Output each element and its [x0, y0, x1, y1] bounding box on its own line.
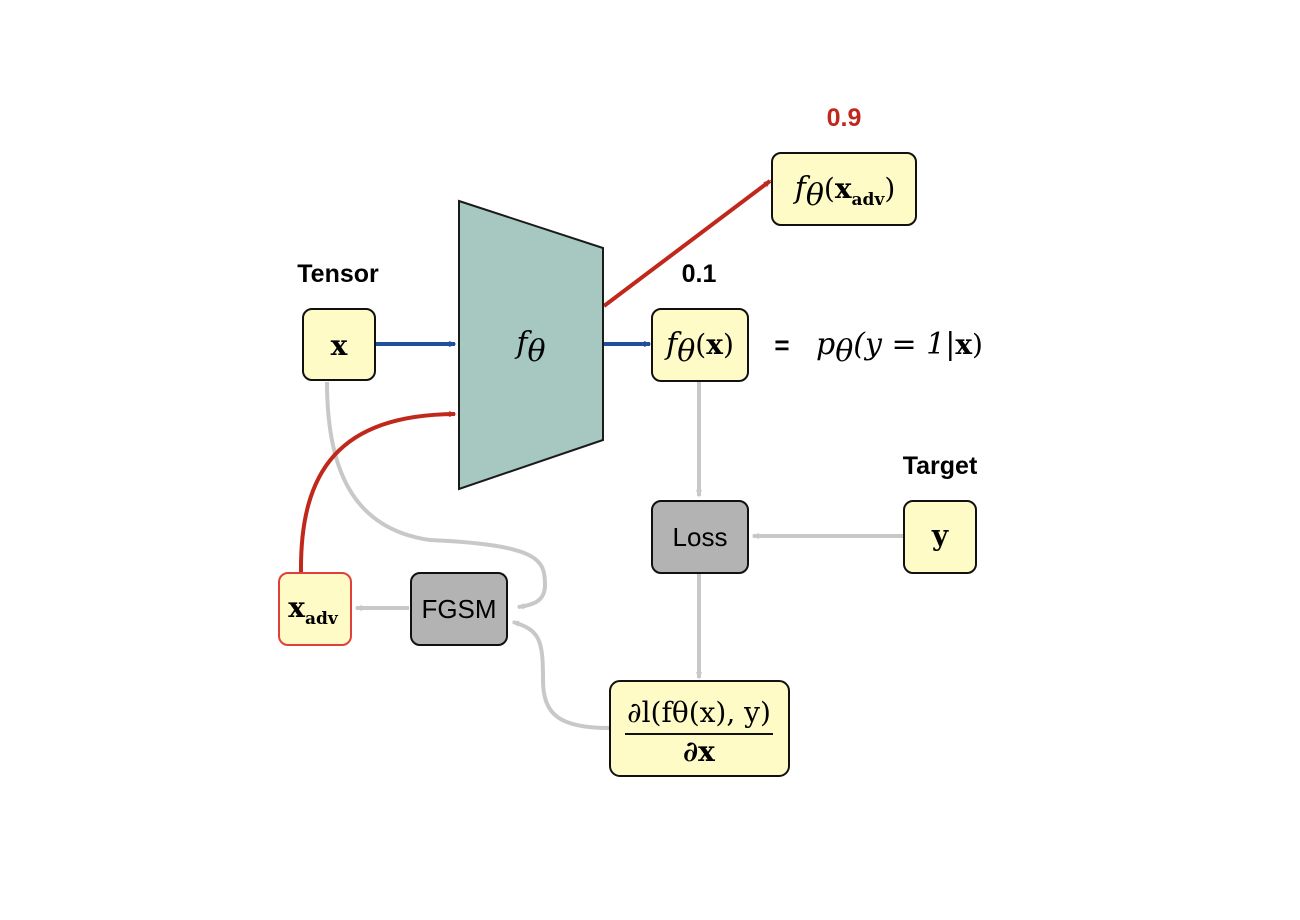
adv-input-box [278, 572, 352, 646]
target-heading: Target [903, 452, 978, 480]
gradient-to-fgsm-connector [511, 620, 610, 730]
fgsm-box [410, 572, 508, 646]
gradient-numerator: ∂l(fθ(x), y) [627, 696, 771, 729]
model-block [458, 199, 604, 491]
input-var: x [331, 329, 348, 362]
model-to-adv-output-arrow [602, 179, 772, 308]
fgsm-node: FGSM [410, 572, 508, 646]
target-var: y [931, 519, 949, 552]
output-formula: fθ(x) [664, 327, 734, 369]
target-box [903, 500, 977, 574]
adv-input-var: xadv [288, 591, 339, 629]
adv-output-formula: fθ(xadv) [793, 171, 896, 213]
equation-rhs: pθ(y = 1|x) [816, 327, 983, 369]
equation-equals: = [774, 330, 789, 360]
input-to-fgsm-connector [325, 381, 548, 610]
gradient-denominator: ∂x [683, 735, 715, 768]
gradient-box [609, 680, 790, 777]
fgsm-label: FGSM [421, 594, 496, 624]
adv-input-node: xadv [278, 572, 352, 646]
gradient-node: ∂l(fθ(x), y) ∂x [609, 680, 790, 777]
output-node: fθ(x) [651, 308, 749, 382]
clean-score-label: 0.1 [682, 260, 717, 288]
adv-output-box [771, 152, 917, 226]
adv-input-to-model-arrow [298, 410, 457, 573]
loss-box [651, 500, 749, 574]
adv-score-label: 0.9 [827, 104, 862, 132]
input-node: x [302, 308, 376, 381]
model-label: fθ [514, 326, 545, 369]
target-node: y [903, 500, 977, 574]
loss-label: Loss [673, 522, 728, 552]
loss-node: Loss [651, 500, 749, 574]
output-box [651, 308, 749, 382]
input-box [302, 308, 376, 381]
adv-output-node: fθ(xadv) [771, 152, 917, 226]
input-heading: Tensor [297, 260, 379, 288]
